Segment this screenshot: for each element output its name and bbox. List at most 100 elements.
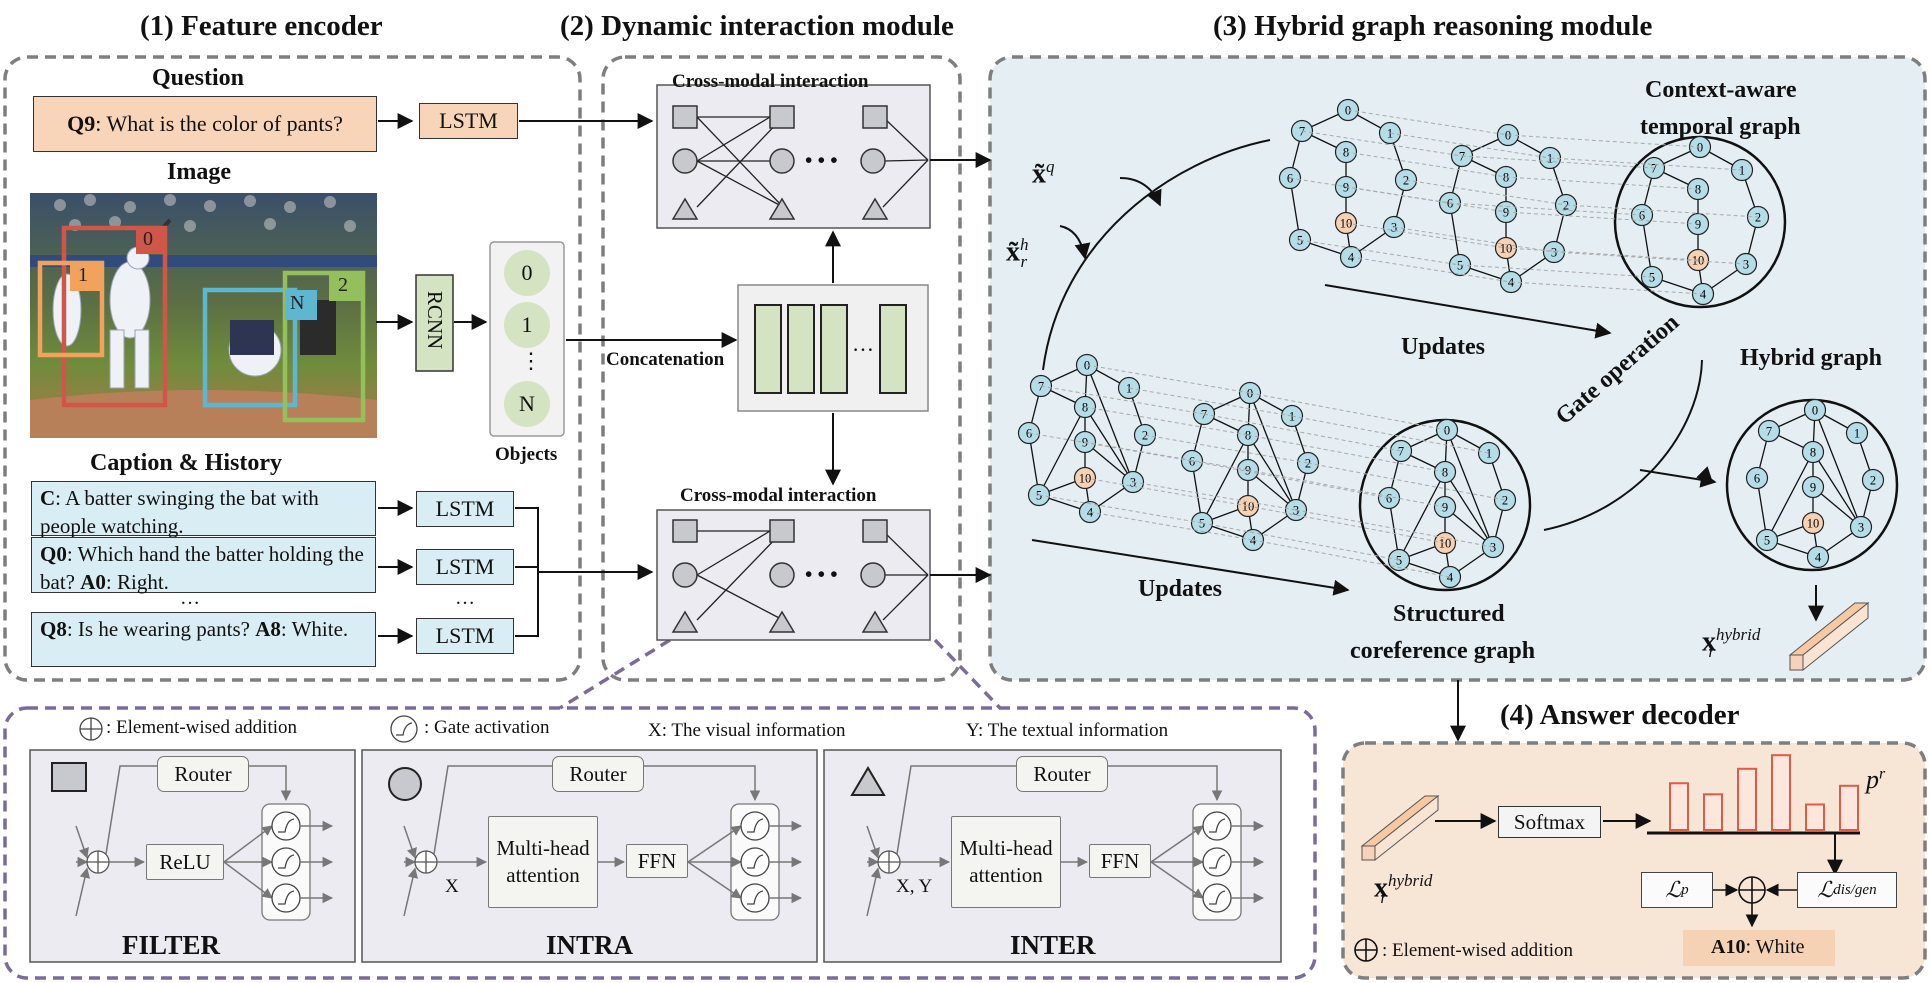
hybrid-graph-node-label-4: 4 [1815, 551, 1822, 565]
history-q8: Q8: Is he wearing pants? A8: White. [31, 612, 376, 667]
history-caption: C: A batter swinging the bat with people… [31, 481, 376, 538]
coref-graph-3-node-1: 1 [1477, 441, 1501, 465]
legend-textual: Y: The textual information [966, 720, 1169, 741]
history-a8-text: : White. [280, 617, 349, 641]
coref-graph-3-node-label-4: 4 [1447, 571, 1454, 585]
interaction-dots-top: • • • [805, 148, 838, 172]
temporal-graph-3-node-label-0: 0 [1697, 141, 1703, 155]
feature-encoder-title: (1) Feature encoder [140, 10, 383, 42]
history-q8-text: : Is he wearing pants? [66, 617, 256, 641]
caption-history-title: Caption & History [90, 450, 282, 476]
intra-input: X [445, 876, 459, 897]
cross-modal-top-label: Cross-modal interaction [672, 71, 869, 92]
probability-bar-4 [1805, 803, 1825, 831]
inter-internals [866, 765, 1265, 921]
coref-graph-3-node-7: 7 [1389, 439, 1413, 463]
xrh-symbol: x̃hr [1006, 235, 1029, 271]
objects-dots: ⋮ [520, 348, 542, 373]
hybrid-graph-node-9: 9 [1801, 475, 1825, 499]
history-dots: … [180, 587, 200, 609]
hybrid-graph-node-4: 4 [1806, 545, 1830, 569]
cross-modal-top [656, 84, 931, 229]
coref-graph-3-node-label-5: 5 [1396, 554, 1402, 568]
hybrid-graph-node-8: 8 [1801, 440, 1825, 464]
temporal-graph-3-node-label-5: 5 [1649, 271, 1655, 285]
hybrid-graph-node-2: 2 [1861, 468, 1885, 492]
hybrid-module-title: (3) Hybrid graph reasoning module [1213, 10, 1653, 42]
history-lstm-2: LSTM [416, 618, 514, 654]
decoder-legend-add: : Element-wised addition [1382, 940, 1574, 961]
intra-name: INTRA [546, 930, 634, 960]
cross-modal-bottom [656, 509, 931, 641]
history-lstm-1: LSTM [416, 549, 514, 585]
filter-relu: ReLU [146, 844, 224, 880]
object-1: 1 [504, 302, 550, 348]
softmax-box: Softmax [1498, 806, 1601, 838]
structured-title-2: coreference graph [1350, 638, 1536, 664]
coref-graph-3-node-10: 10 [1433, 531, 1457, 555]
filter-name: FILTER [122, 930, 221, 960]
coref-graph-3-node-2: 2 [1493, 488, 1517, 512]
temporal-graph-3-node-label-9: 9 [1695, 218, 1701, 232]
question-box: Q9: What is the color of pants? [33, 96, 377, 152]
legend-gate-activation: : Gate activation [424, 717, 550, 738]
interaction-dots-bottom: • • • [805, 562, 838, 586]
temporal-graph-3-node-label-2: 2 [1755, 211, 1761, 225]
structured-title-1: Structured [1393, 601, 1505, 627]
intra-internals [403, 765, 803, 921]
decoder-feature-bar [1360, 794, 1440, 862]
bbox-label-1: 1 [78, 264, 88, 286]
coref-graph-3-node-label-3: 3 [1490, 541, 1496, 555]
coref-graph-3-node-4: 4 [1438, 565, 1462, 589]
filter-router: Router [157, 756, 249, 792]
image-title: Image [167, 159, 231, 185]
coref-graph-3-node-9: 9 [1433, 495, 1457, 519]
intra-router: Router [552, 756, 644, 792]
history-a0-id: A0 [80, 570, 106, 595]
hybrid-graph-node-label-8: 8 [1810, 446, 1816, 460]
coref-graph-3-node-label-7: 7 [1398, 445, 1404, 459]
history-lstm-0: LSTM [416, 491, 514, 527]
history-q8-id: Q8 [40, 617, 67, 641]
filter-internals [75, 765, 334, 921]
probability-bar-0 [1669, 782, 1689, 831]
xq-symbol: x̃q [1032, 157, 1055, 190]
legend-visual: X: The visual information [648, 720, 846, 741]
bbox-label-0: 0 [143, 228, 153, 250]
hybrid-graph-node-3: 3 [1849, 515, 1873, 539]
coref-graph-3-node-8: 8 [1433, 460, 1457, 484]
updates-top-label: Updates [1401, 334, 1486, 360]
bbox-label-n: N [290, 292, 305, 314]
hybrid-graph-node-label-0: 0 [1812, 404, 1818, 418]
probability-bar-1 [1703, 793, 1723, 831]
baseball-image [30, 193, 377, 438]
answer-id: A10 [1711, 936, 1746, 958]
pr-symbol: pr [1866, 765, 1886, 794]
coref-graph-3-node-label-8: 8 [1442, 466, 1448, 480]
hybrid-graph-node-label-9: 9 [1810, 481, 1816, 495]
answer-box [1683, 930, 1835, 966]
decoder-x-symbol: xhybridr [1374, 871, 1433, 907]
answer-decoder-title: (4) Answer decoder [1500, 699, 1740, 731]
history-q0-text: : Which hand the batter holding the bat? [40, 542, 364, 595]
rcnn-label: RCNN [423, 290, 448, 350]
bbox-label-2: 2 [338, 274, 348, 296]
updates-bottom-label: Updates [1138, 576, 1223, 602]
question-lstm: LSTM [419, 103, 518, 139]
history-q0-id: Q0 [40, 542, 67, 566]
question-title: Question [152, 65, 245, 91]
history-a8-id: A8 [255, 617, 281, 641]
hybrid-graph-node-label-2: 2 [1870, 474, 1876, 488]
coref-graph-3-node-label-6: 6 [1386, 492, 1392, 506]
concat-dots: … [852, 331, 874, 356]
hybrid-graph-node-label-7: 7 [1766, 425, 1772, 439]
probability-bar-5 [1839, 784, 1859, 831]
temporal-graph-3-node-label-8: 8 [1695, 183, 1701, 197]
coref-graph-3-node-3: 3 [1481, 535, 1505, 559]
temporal-title-2: temporal graph [1640, 114, 1801, 140]
feature-encoder-frame [3, 55, 582, 682]
history-a0-text: : Right. [105, 570, 169, 595]
object-n: N [504, 381, 550, 427]
